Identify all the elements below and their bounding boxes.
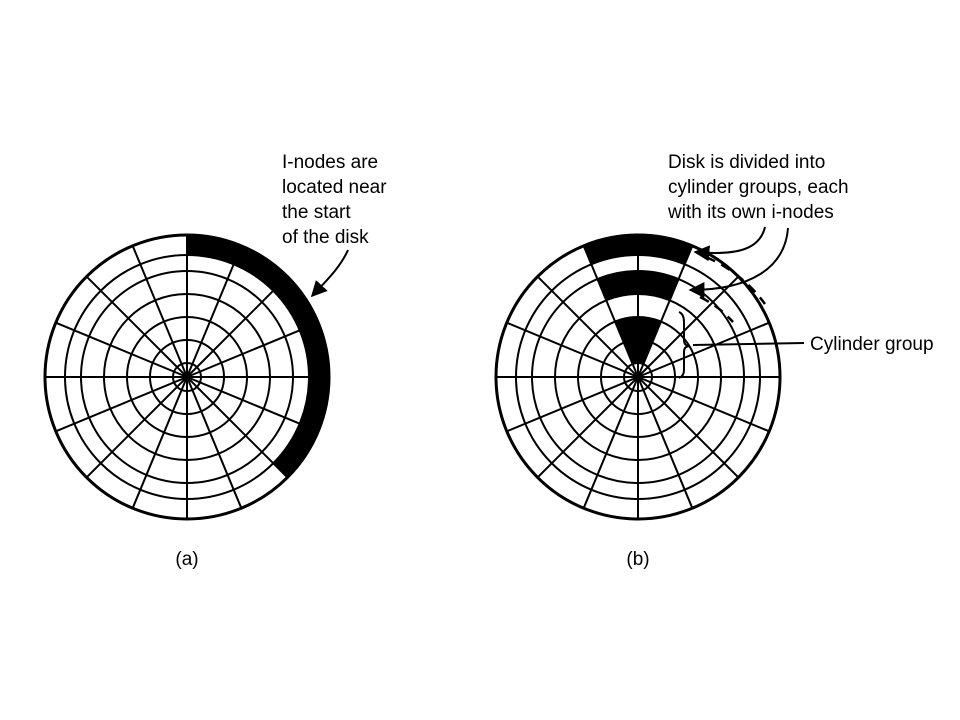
disk-b-sector-spoke bbox=[536, 376, 639, 479]
cylinder-group-label: Cylinder group bbox=[810, 334, 934, 355]
note-b-arrow-middle bbox=[688, 227, 789, 298]
disk-b-sector-spoke bbox=[637, 376, 770, 433]
disk-a-sector-spoke bbox=[131, 245, 188, 378]
disk-b-sector-spoke bbox=[637, 275, 740, 378]
note-a-line-2: located near bbox=[282, 177, 387, 198]
disk-a-sector-spoke bbox=[85, 376, 188, 479]
disk-b-sector-spoke bbox=[637, 376, 694, 509]
disk-a-sector-spoke bbox=[186, 321, 319, 378]
caption-b: (b) bbox=[626, 549, 649, 570]
disk-a-sector-spoke bbox=[55, 321, 188, 378]
note-a-line-4: of the disk bbox=[282, 227, 369, 248]
disk-b-sector-spoke bbox=[637, 245, 694, 378]
disk-a-sector-spoke bbox=[186, 376, 319, 433]
disk-b-sector-spoke bbox=[582, 376, 639, 509]
note-b-line-1: Disk is divided into bbox=[668, 152, 825, 173]
caption-a: (a) bbox=[175, 549, 198, 570]
note-a: I-nodes are located near the start of th… bbox=[282, 152, 387, 298]
disk-b-sector-spoke bbox=[637, 321, 770, 378]
disk-a-sector-spoke bbox=[186, 275, 289, 378]
disk-b-sector-spoke bbox=[582, 245, 639, 378]
disk-a-sector-spoke bbox=[186, 245, 243, 378]
disk-a-sector-spoke bbox=[186, 376, 243, 509]
note-a-line-1: I-nodes are bbox=[282, 152, 378, 173]
note-a-arrow bbox=[310, 249, 349, 298]
disk-a-sector-spoke bbox=[85, 275, 188, 378]
disk-b-sectors bbox=[496, 235, 780, 519]
disk-b-sector-spoke bbox=[637, 376, 740, 479]
disk-a-sectors bbox=[45, 235, 329, 519]
disk-b bbox=[494, 233, 782, 521]
disk-b-sector-spoke bbox=[506, 376, 639, 433]
note-a-line-3: the start bbox=[282, 202, 351, 223]
disk-a-sector-spoke bbox=[131, 376, 188, 509]
note-b: Disk is divided into cylinder groups, ea… bbox=[667, 152, 934, 379]
disk-a-inode-band-segment bbox=[187, 235, 329, 478]
disk-a bbox=[43, 233, 331, 521]
note-b-dash-top bbox=[705, 255, 767, 305]
note-b-line-3: with its own i-nodes bbox=[667, 202, 834, 223]
disk-b-sector-spoke bbox=[536, 275, 639, 378]
disk-a-sector-spoke bbox=[55, 376, 188, 433]
disk-b-sector-spoke bbox=[506, 321, 639, 378]
disk-a-inode-band bbox=[187, 235, 329, 478]
disk-a-sector-spoke bbox=[186, 376, 289, 479]
cylinder-group-leader bbox=[692, 342, 805, 346]
note-b-arrow-top bbox=[693, 226, 766, 262]
note-b-line-2: cylinder groups, each bbox=[668, 177, 849, 198]
cylinder-group-brace bbox=[678, 311, 691, 379]
note-b-dash-middle bbox=[699, 295, 734, 323]
